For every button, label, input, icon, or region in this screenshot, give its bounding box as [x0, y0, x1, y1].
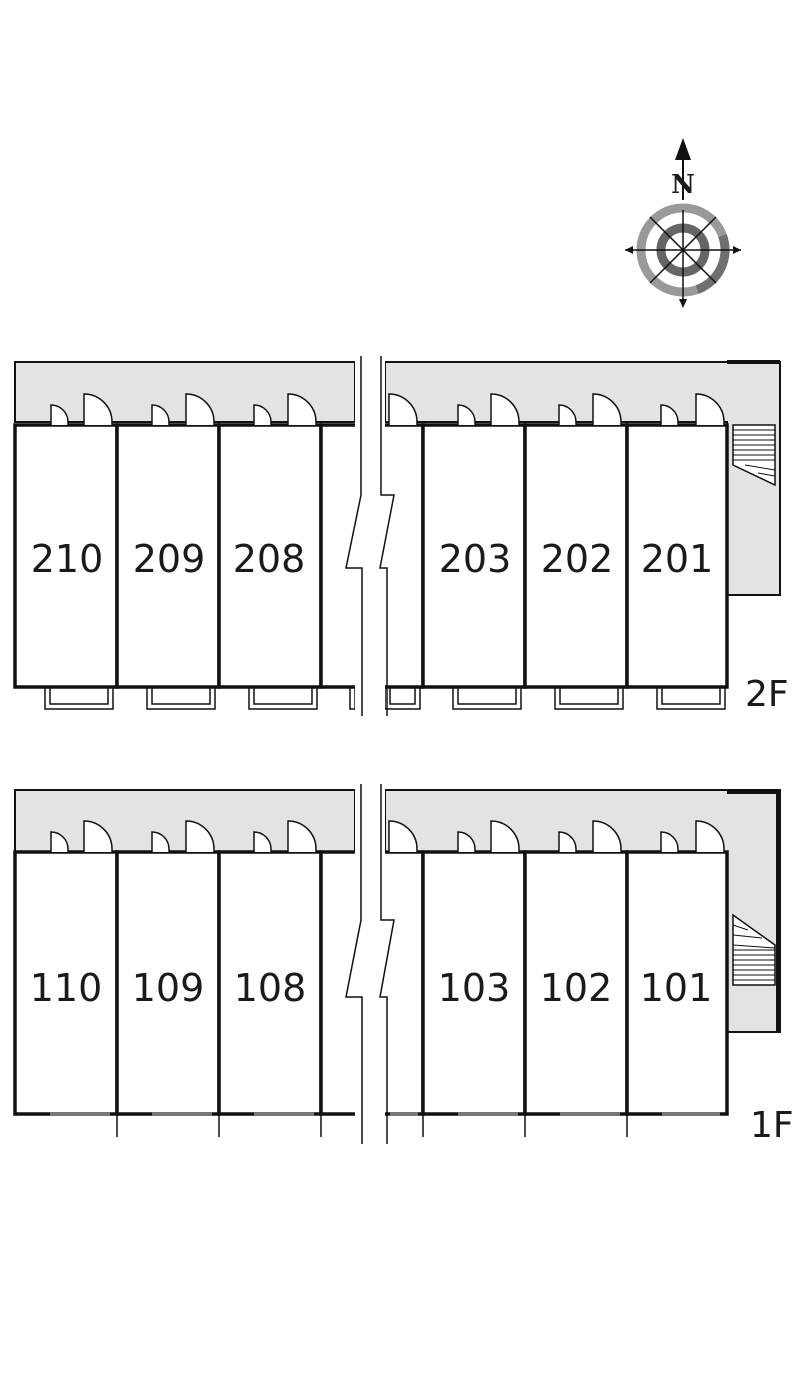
- room-number: 108: [234, 966, 307, 1010]
- break-line-icon: [345, 783, 395, 1145]
- room-number: 202: [541, 537, 614, 581]
- door-icon: [253, 831, 272, 852]
- unit-102: [523, 850, 629, 1116]
- compass: N: [625, 138, 741, 308]
- door-icon: [287, 393, 317, 425]
- staircase-icon: [732, 424, 776, 487]
- unit-201: [625, 423, 729, 689]
- door-icon: [558, 831, 577, 852]
- door-icon: [660, 404, 679, 425]
- room-number: 201: [641, 537, 714, 581]
- door-icon: [490, 393, 520, 425]
- north-arrow-icon: [675, 138, 691, 200]
- room-number: 203: [439, 537, 512, 581]
- unit-partial-right: [385, 423, 425, 689]
- door-icon: [253, 404, 272, 425]
- floor-label: 2F: [745, 674, 789, 715]
- door-icon: [558, 404, 577, 425]
- door-icon: [660, 831, 679, 852]
- room-number: 103: [438, 966, 511, 1010]
- unit-210: [13, 423, 119, 689]
- unit-partial-right: [385, 850, 425, 1116]
- doors-1f: [50, 820, 725, 852]
- door-icon: [592, 820, 622, 852]
- door-icon: [695, 820, 725, 852]
- door-icon: [50, 831, 69, 852]
- door-icon: [185, 820, 215, 852]
- wall-extensions: [116, 1114, 628, 1137]
- door-icon: [50, 404, 69, 425]
- room-number: 102: [540, 966, 613, 1010]
- compass-rose-icon: [625, 203, 741, 308]
- room-number: 209: [133, 537, 206, 581]
- floor-2f-plan: 210 209 208 203 202 201 2F: [13, 355, 789, 717]
- balconies-2f: [44, 686, 726, 710]
- door-icon: [83, 393, 113, 425]
- floor-label: 1F: [750, 1105, 794, 1146]
- break-line-icon: [345, 355, 395, 717]
- door-icon: [83, 820, 113, 852]
- door-icon: [457, 404, 476, 425]
- doors-2f: [50, 393, 725, 425]
- room-number: 210: [31, 537, 104, 581]
- unit-partial-left: [319, 850, 355, 1116]
- door-icon: [592, 393, 622, 425]
- room-number: 109: [132, 966, 205, 1010]
- door-icon: [151, 404, 170, 425]
- north-label: N: [671, 170, 695, 200]
- door-icon: [185, 393, 215, 425]
- door-icon: [457, 831, 476, 852]
- room-number: 208: [233, 537, 306, 581]
- door-icon: [388, 820, 418, 852]
- door-icon: [695, 393, 725, 425]
- unit-202: [523, 423, 629, 689]
- door-icon: [287, 820, 317, 852]
- door-icon: [388, 393, 418, 425]
- room-number: 110: [30, 966, 103, 1010]
- door-icon: [490, 820, 520, 852]
- unit-101: [625, 850, 729, 1116]
- unit-partial-left: [319, 423, 355, 689]
- floor-1f-plan: 110 109 108 103 102 101 1F: [13, 783, 794, 1146]
- staircase-icon: [732, 913, 776, 986]
- door-icon: [151, 831, 170, 852]
- room-number: 101: [640, 966, 713, 1010]
